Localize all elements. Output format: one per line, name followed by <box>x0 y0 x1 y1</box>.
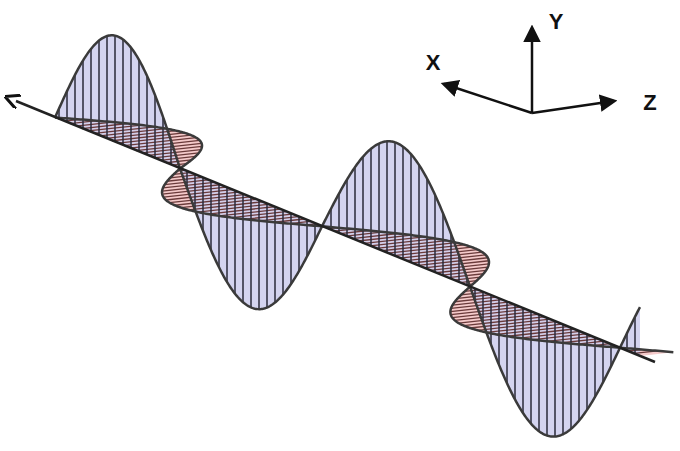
hatch-line <box>426 178 428 269</box>
wave-layer <box>55 35 673 436</box>
hatch-line <box>163 182 214 188</box>
hatch-line <box>130 48 132 149</box>
hatch-line <box>506 302 508 384</box>
hatch-line <box>218 184 220 267</box>
hatch-line <box>538 315 540 431</box>
hatch-line <box>490 295 492 344</box>
hatch-line <box>554 321 556 436</box>
hatch-line <box>436 267 488 273</box>
hatch-line <box>442 213 444 275</box>
hatch-line <box>202 178 204 231</box>
hatch-line <box>378 144 380 250</box>
hatch-line <box>219 209 280 216</box>
axis-label: X <box>426 52 441 74</box>
magnetic-field-hatch <box>58 118 658 353</box>
hatch-line <box>250 197 252 307</box>
hatch-line <box>122 40 124 146</box>
hatch-line <box>114 36 116 142</box>
hatch-line <box>106 36 108 139</box>
hatch-line <box>402 147 404 260</box>
hatch-line <box>386 141 388 252</box>
axis-label: Z <box>643 92 656 114</box>
hatch-line <box>394 142 396 256</box>
hatch-line <box>522 308 524 413</box>
hatch-line <box>546 318 548 436</box>
axis-label: Y <box>549 11 564 33</box>
hatch-line <box>498 298 500 364</box>
hatch-line <box>514 305 516 399</box>
y-axis-arrow <box>531 28 534 113</box>
hatch-line <box>364 237 424 244</box>
hatch-line <box>242 194 244 302</box>
hatch-line <box>162 117 164 162</box>
hatch-line <box>562 325 564 435</box>
propagation-axis <box>16 101 655 362</box>
hatch-line <box>410 154 412 262</box>
hatch-line <box>226 188 228 282</box>
hatch-line <box>450 305 514 312</box>
magnetic-field-curve <box>55 118 673 353</box>
hatch-line <box>530 311 532 423</box>
hatch-line <box>94 127 154 134</box>
x-axis-arrow <box>444 84 532 113</box>
hatch-line <box>146 76 148 155</box>
axes-icon <box>444 28 614 113</box>
hatch-line <box>434 195 436 273</box>
hatch-line <box>258 201 260 310</box>
hatch-line <box>138 60 140 152</box>
hatch-line <box>194 175 196 210</box>
hatch-line <box>533 334 586 340</box>
hatch-line <box>418 165 420 266</box>
hatch-line <box>234 191 236 294</box>
z-axis-arrow <box>532 101 614 113</box>
hatch-line <box>266 204 268 308</box>
